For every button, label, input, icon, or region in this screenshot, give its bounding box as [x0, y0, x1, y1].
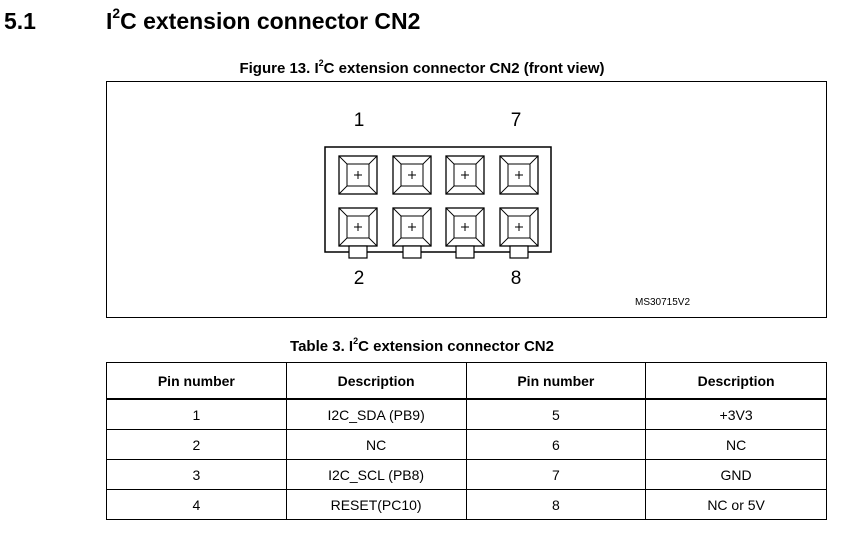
- header-description: Description: [285, 362, 467, 400]
- pin-socket-bevel: [392, 185, 402, 195]
- pin-label-8: 8: [510, 268, 522, 289]
- pin-socket-inner: [453, 163, 477, 187]
- table-cell: NC: [645, 429, 827, 460]
- pin-tab: [348, 245, 368, 259]
- pin-socket-bevel: [422, 207, 432, 217]
- table-row: 3 I2C_SCL (PB8) 7 GND: [106, 459, 827, 490]
- pin-socket-bevel: [368, 207, 378, 217]
- table-cell: I2C_SCL (PB8): [285, 459, 467, 490]
- connector-figure: 1 7 2 8 MS30715V2: [106, 81, 827, 318]
- table-cell: 7: [465, 459, 647, 490]
- table-cell: NC or 5V: [645, 489, 827, 520]
- pin-socket-bevel: [529, 155, 539, 165]
- pin-socket-bevel: [392, 155, 402, 165]
- pin-socket-bevel: [422, 185, 432, 195]
- table-row: 4 RESET(PC10) 8 NC or 5V: [106, 489, 827, 520]
- connector-housing: [324, 146, 552, 253]
- pin-socket-bevel: [422, 155, 432, 165]
- table-row: 1 I2C_SDA (PB9) 5 +3V3: [106, 398, 827, 430]
- table-cell: 1: [106, 398, 287, 430]
- header-pin-number: Pin number: [465, 362, 647, 400]
- pin-tab: [509, 245, 529, 259]
- pin-tab: [402, 245, 422, 259]
- pin-socket-bevel: [338, 155, 348, 165]
- table-cell: 8: [465, 489, 647, 520]
- pin-socket-bevel: [338, 237, 348, 247]
- table-cell: 5: [465, 398, 647, 430]
- pin-socket-bevel: [445, 207, 455, 217]
- table-cell: 4: [106, 489, 287, 520]
- pin-socket-bevel: [499, 185, 509, 195]
- pin-socket-inner: [400, 215, 424, 239]
- table-cell: I2C_SDA (PB9): [285, 398, 467, 430]
- table-caption: Table 3. I2C extension connector CN2: [290, 335, 554, 355]
- table-cell: GND: [645, 459, 827, 490]
- pin-socket-bevel: [445, 237, 455, 247]
- pin-socket-bevel: [368, 237, 378, 247]
- section-number: 5.1: [4, 8, 36, 34]
- pin-socket-bevel: [475, 185, 485, 195]
- pin-socket-bevel: [445, 185, 455, 195]
- pin-label-7: 7: [510, 110, 522, 131]
- header-pin-number: Pin number: [106, 362, 287, 400]
- pin-label-1: 1: [353, 110, 365, 131]
- pin-socket-bevel: [338, 207, 348, 217]
- table-cell: 6: [465, 429, 647, 460]
- table-cell: RESET(PC10): [285, 489, 467, 520]
- figure-code: MS30715V2: [635, 297, 691, 308]
- pin-socket-bevel: [368, 155, 378, 165]
- pin-socket-bevel: [445, 155, 455, 165]
- pin-socket-bevel: [392, 207, 402, 217]
- pin-socket-inner: [400, 163, 424, 187]
- pin-socket-inner: [453, 215, 477, 239]
- pin-socket-inner: [507, 163, 531, 187]
- pin-socket-bevel: [392, 237, 402, 247]
- figure-caption: Figure 13. I2C extension connector CN2 (…: [239, 57, 605, 77]
- pin-socket-inner: [346, 163, 370, 187]
- pin-socket-bevel: [475, 207, 485, 217]
- pin-socket-bevel: [499, 237, 509, 247]
- header-description: Description: [645, 362, 827, 400]
- table-cell: NC: [285, 429, 467, 460]
- table-cell: 2: [106, 429, 287, 460]
- pin-socket-bevel: [529, 207, 539, 217]
- section-title: I2C extension connector CN2: [106, 6, 421, 34]
- pin-socket-inner: [507, 215, 531, 239]
- pin-socket-bevel: [475, 155, 485, 165]
- pin-table: Pin number Description Pin number Descri…: [106, 362, 827, 520]
- pin-socket-bevel: [475, 237, 485, 247]
- pin-socket-inner: [346, 215, 370, 239]
- table-cell: 3: [106, 459, 287, 490]
- pin-socket-bevel: [338, 185, 348, 195]
- pin-socket-bevel: [499, 155, 509, 165]
- pin-socket-bevel: [529, 237, 539, 247]
- pin-socket-bevel: [499, 207, 509, 217]
- connector-drawing: [324, 146, 552, 259]
- table-header-row: Pin number Description Pin number Descri…: [106, 362, 827, 400]
- pin-label-2: 2: [353, 268, 365, 289]
- pin-socket-bevel: [529, 185, 539, 195]
- pin-tab: [455, 245, 475, 259]
- pin-socket-bevel: [422, 237, 432, 247]
- table-cell: +3V3: [645, 398, 827, 430]
- table-row: 2 NC 6 NC: [106, 429, 827, 460]
- pin-socket-bevel: [368, 185, 378, 195]
